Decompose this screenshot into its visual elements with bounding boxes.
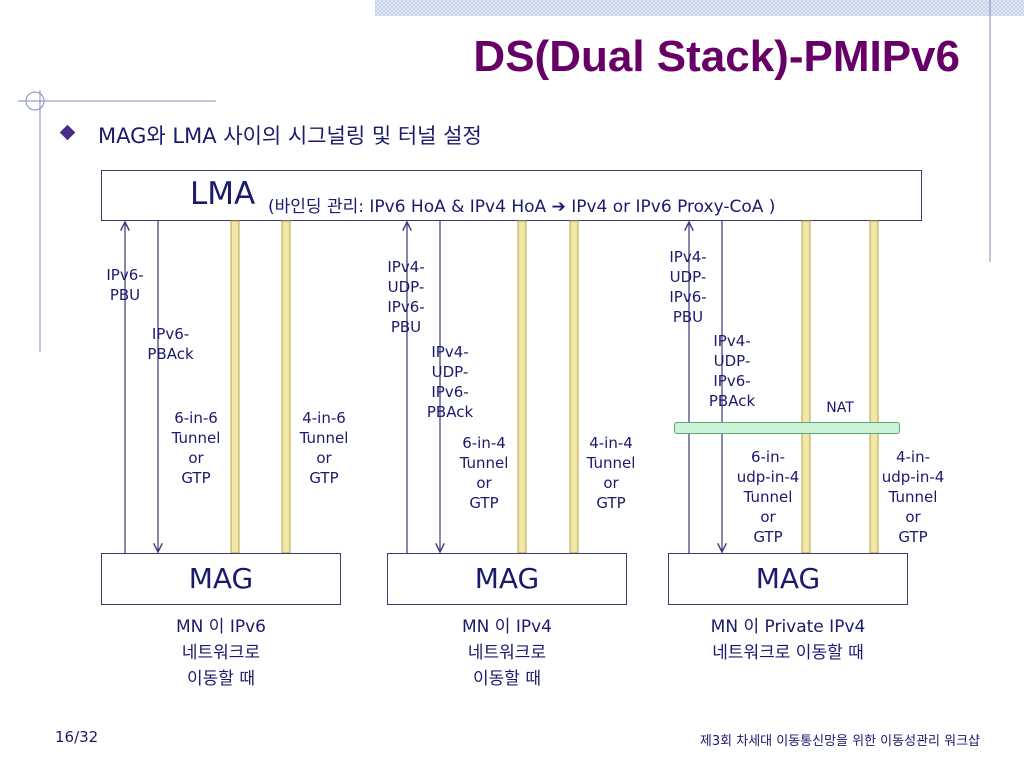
header-pattern — [375, 0, 1024, 16]
mag-box-ipv6: MAG — [101, 553, 341, 605]
pbu-label-2: IPv4-UDP-IPv6-PBU — [387, 258, 425, 336]
footer-event: 제3회 차세대 이동통신망을 위한 이동성관리 워크샵 — [699, 734, 980, 749]
tunnel-4-udp-in4 — [869, 220, 879, 554]
mag-label: MAG — [188, 562, 254, 595]
tunnel-4in6 — [281, 220, 291, 554]
pbu-label-1: IPv6-PBU — [106, 266, 144, 304]
tunnel-6in4 — [517, 220, 527, 554]
mag-box-private-ipv4: MAG — [668, 553, 908, 605]
pback-label-2: IPv4-UDP-IPv6-PBAck — [426, 343, 474, 421]
nat-label: NAT — [826, 400, 854, 416]
slide-title: DS(Dual Stack)-PMIPv6 — [473, 32, 960, 81]
nat-bar — [674, 422, 900, 434]
mag-label: MAG — [755, 562, 821, 595]
pback-label-3: IPv4-UDP-IPv6-PBAck — [708, 332, 756, 410]
mag-label: MAG — [474, 562, 540, 595]
bullet-text: MAG와 LMA 사이의 시그널링 및 터널 설정 — [98, 124, 482, 148]
mag-box-ipv4: MAG — [387, 553, 627, 605]
tunnel-6in6 — [230, 220, 240, 554]
pback-label-1: IPv6-PBAck — [147, 325, 194, 363]
lma-description: (바인딩 관리: IPv6 HoA & IPv4 HoA ➔ IPv4 or I… — [268, 197, 776, 217]
lma-box — [101, 170, 922, 221]
pbu-label-3: IPv4-UDP-IPv6-PBU — [669, 248, 707, 326]
tunnel-4in4 — [569, 220, 579, 554]
tunnel-6-udp-in4 — [801, 220, 811, 554]
lma-label: LMA — [190, 176, 256, 212]
page-number: 16/32 — [55, 728, 99, 746]
